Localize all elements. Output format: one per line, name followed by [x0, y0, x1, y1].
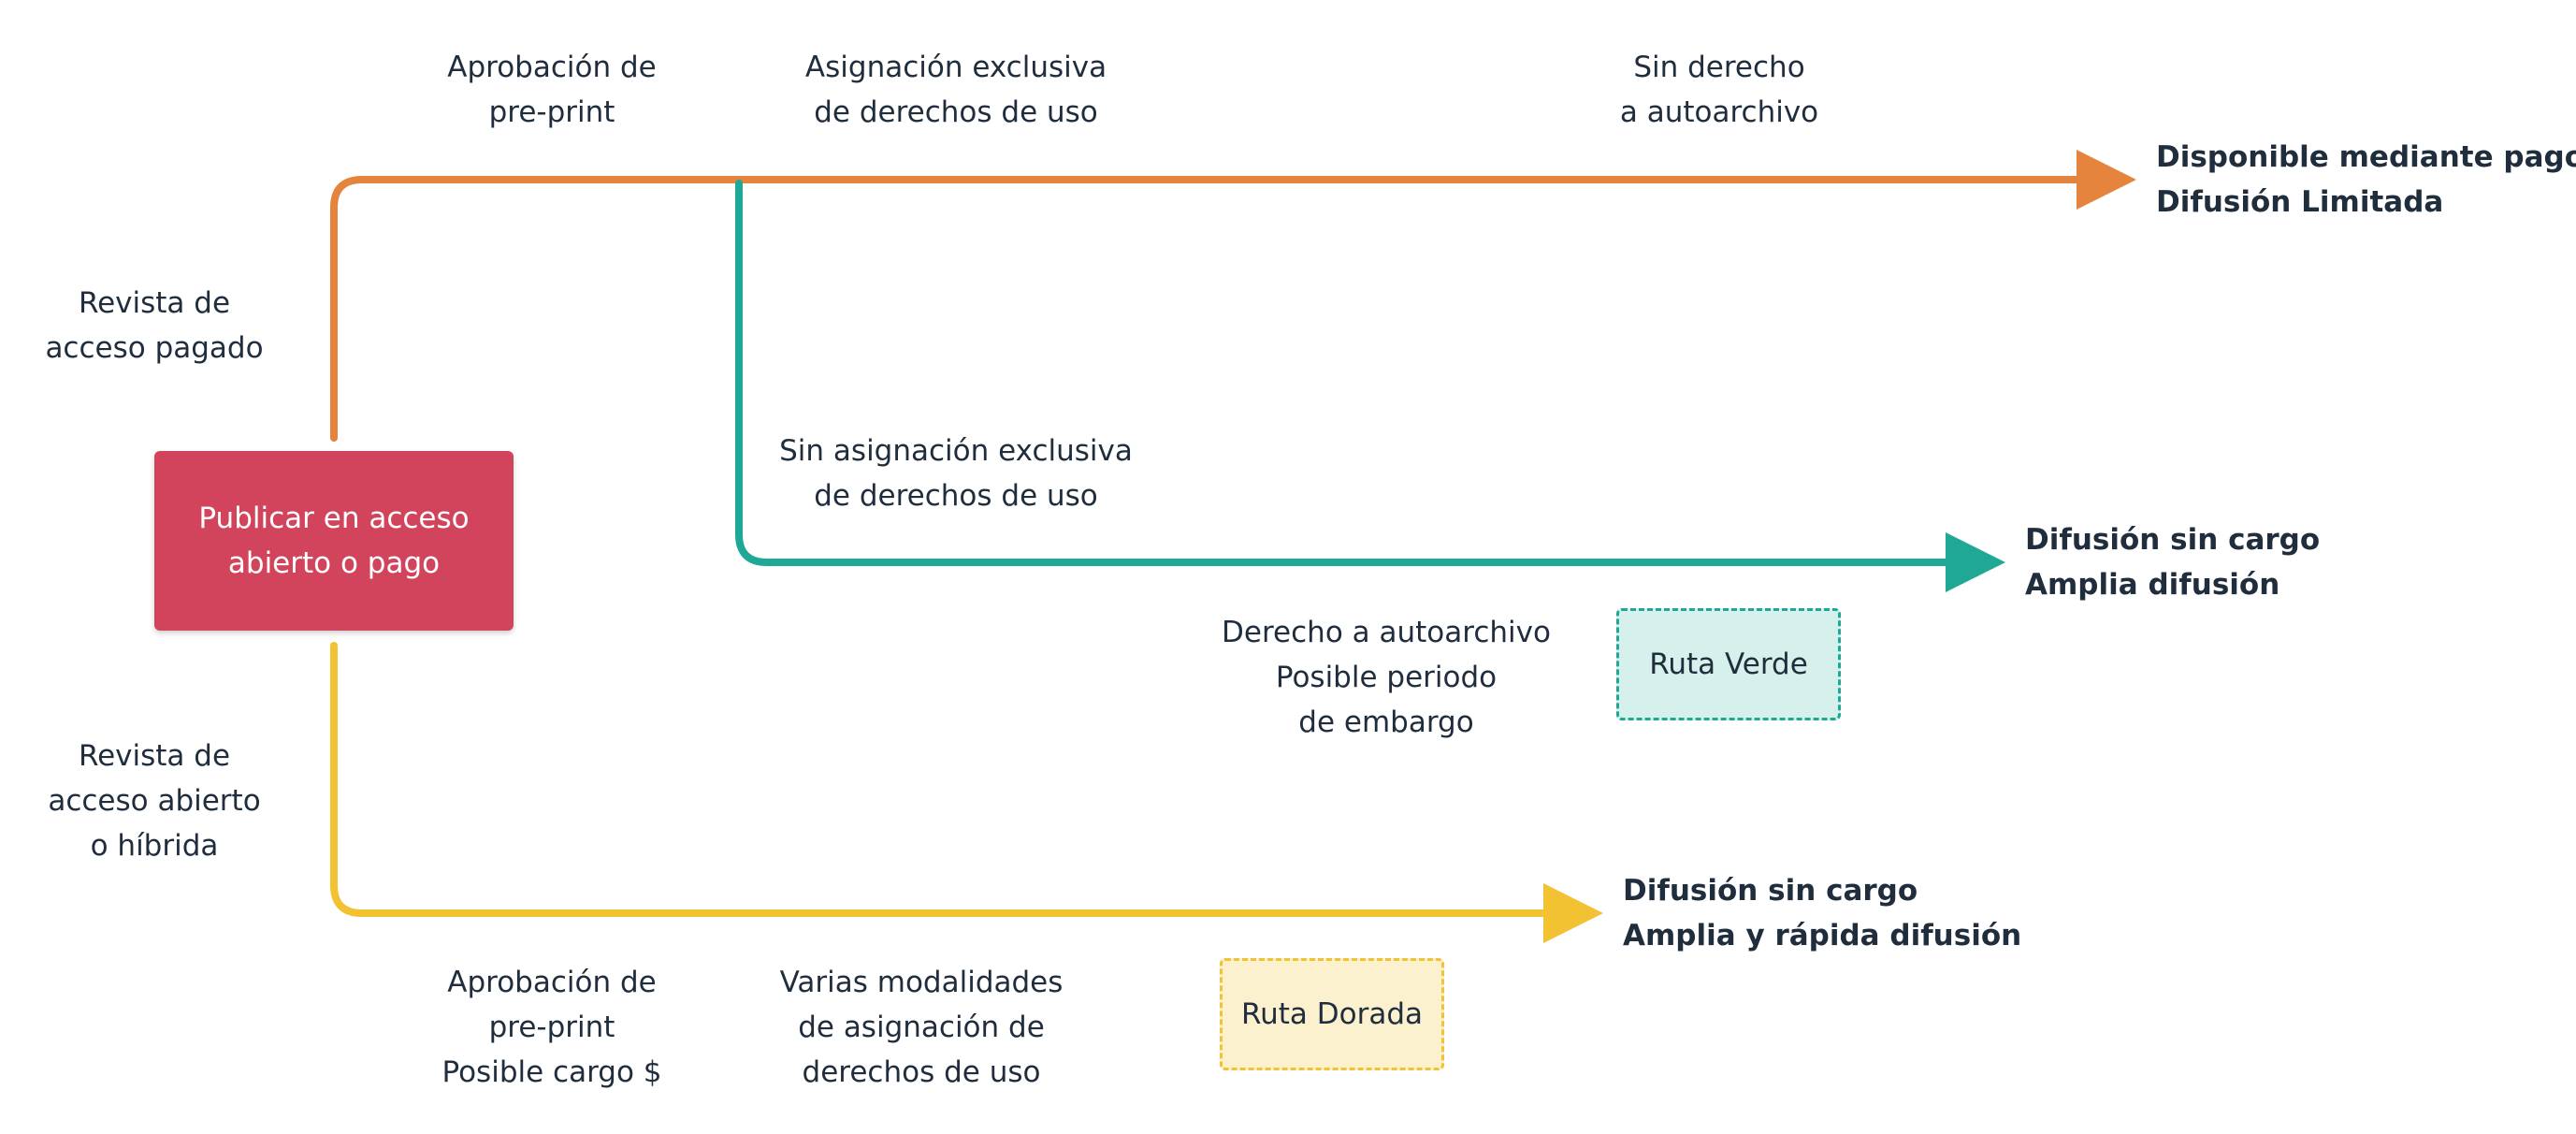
self-archive-right-label: Derecho a autoarchivo Posible periodo de…: [1222, 616, 1551, 739]
no-exclusive-rights-label: Sin asignación exclusiva de derechos de …: [779, 434, 1133, 513]
center-node: Publicar en acceso abierto o pago: [154, 451, 514, 631]
gold-route-badge: Ruta Dorada: [1220, 958, 1444, 1070]
center-node-line1: Publicar en acceso: [198, 502, 470, 535]
preprint-cost-label: Aprobación de pre-print Posible cargo $: [441, 966, 662, 1089]
open-journal-label: Revista de acceso abierto o híbrida: [48, 739, 261, 863]
green-route-label: Ruta Verde: [1649, 647, 1808, 681]
paid-outcome-label: Disponible mediante pago Difusión Limita…: [2156, 140, 2576, 219]
rights-modalities-label: Varias modalidades de asignación de dere…: [779, 966, 1064, 1089]
exclusive-rights-label: Asignación exclusiva de derechos de uso: [804, 51, 1107, 129]
paid-journal-label: Revista de acceso pagado: [45, 286, 264, 365]
center-node-line2: abierto o pago: [227, 546, 441, 580]
gold-route-label: Ruta Dorada: [1240, 997, 1424, 1031]
no-self-archive-label: Sin derecho a autoarchivo: [1619, 51, 1819, 129]
preprint-approval-label: Aprobación de pre-print: [447, 51, 657, 129]
teal-path: [735, 180, 2005, 592]
orange-path: [330, 150, 2136, 442]
green-route-badge: Ruta Verde: [1616, 608, 1841, 720]
green-outcome-label: Difusión sin cargo Amplia difusión: [2025, 523, 2321, 602]
gold-outcome-label: Difusión sin cargo Amplia y rápida difus…: [1623, 874, 2022, 952]
yellow-path: [330, 642, 1603, 943]
